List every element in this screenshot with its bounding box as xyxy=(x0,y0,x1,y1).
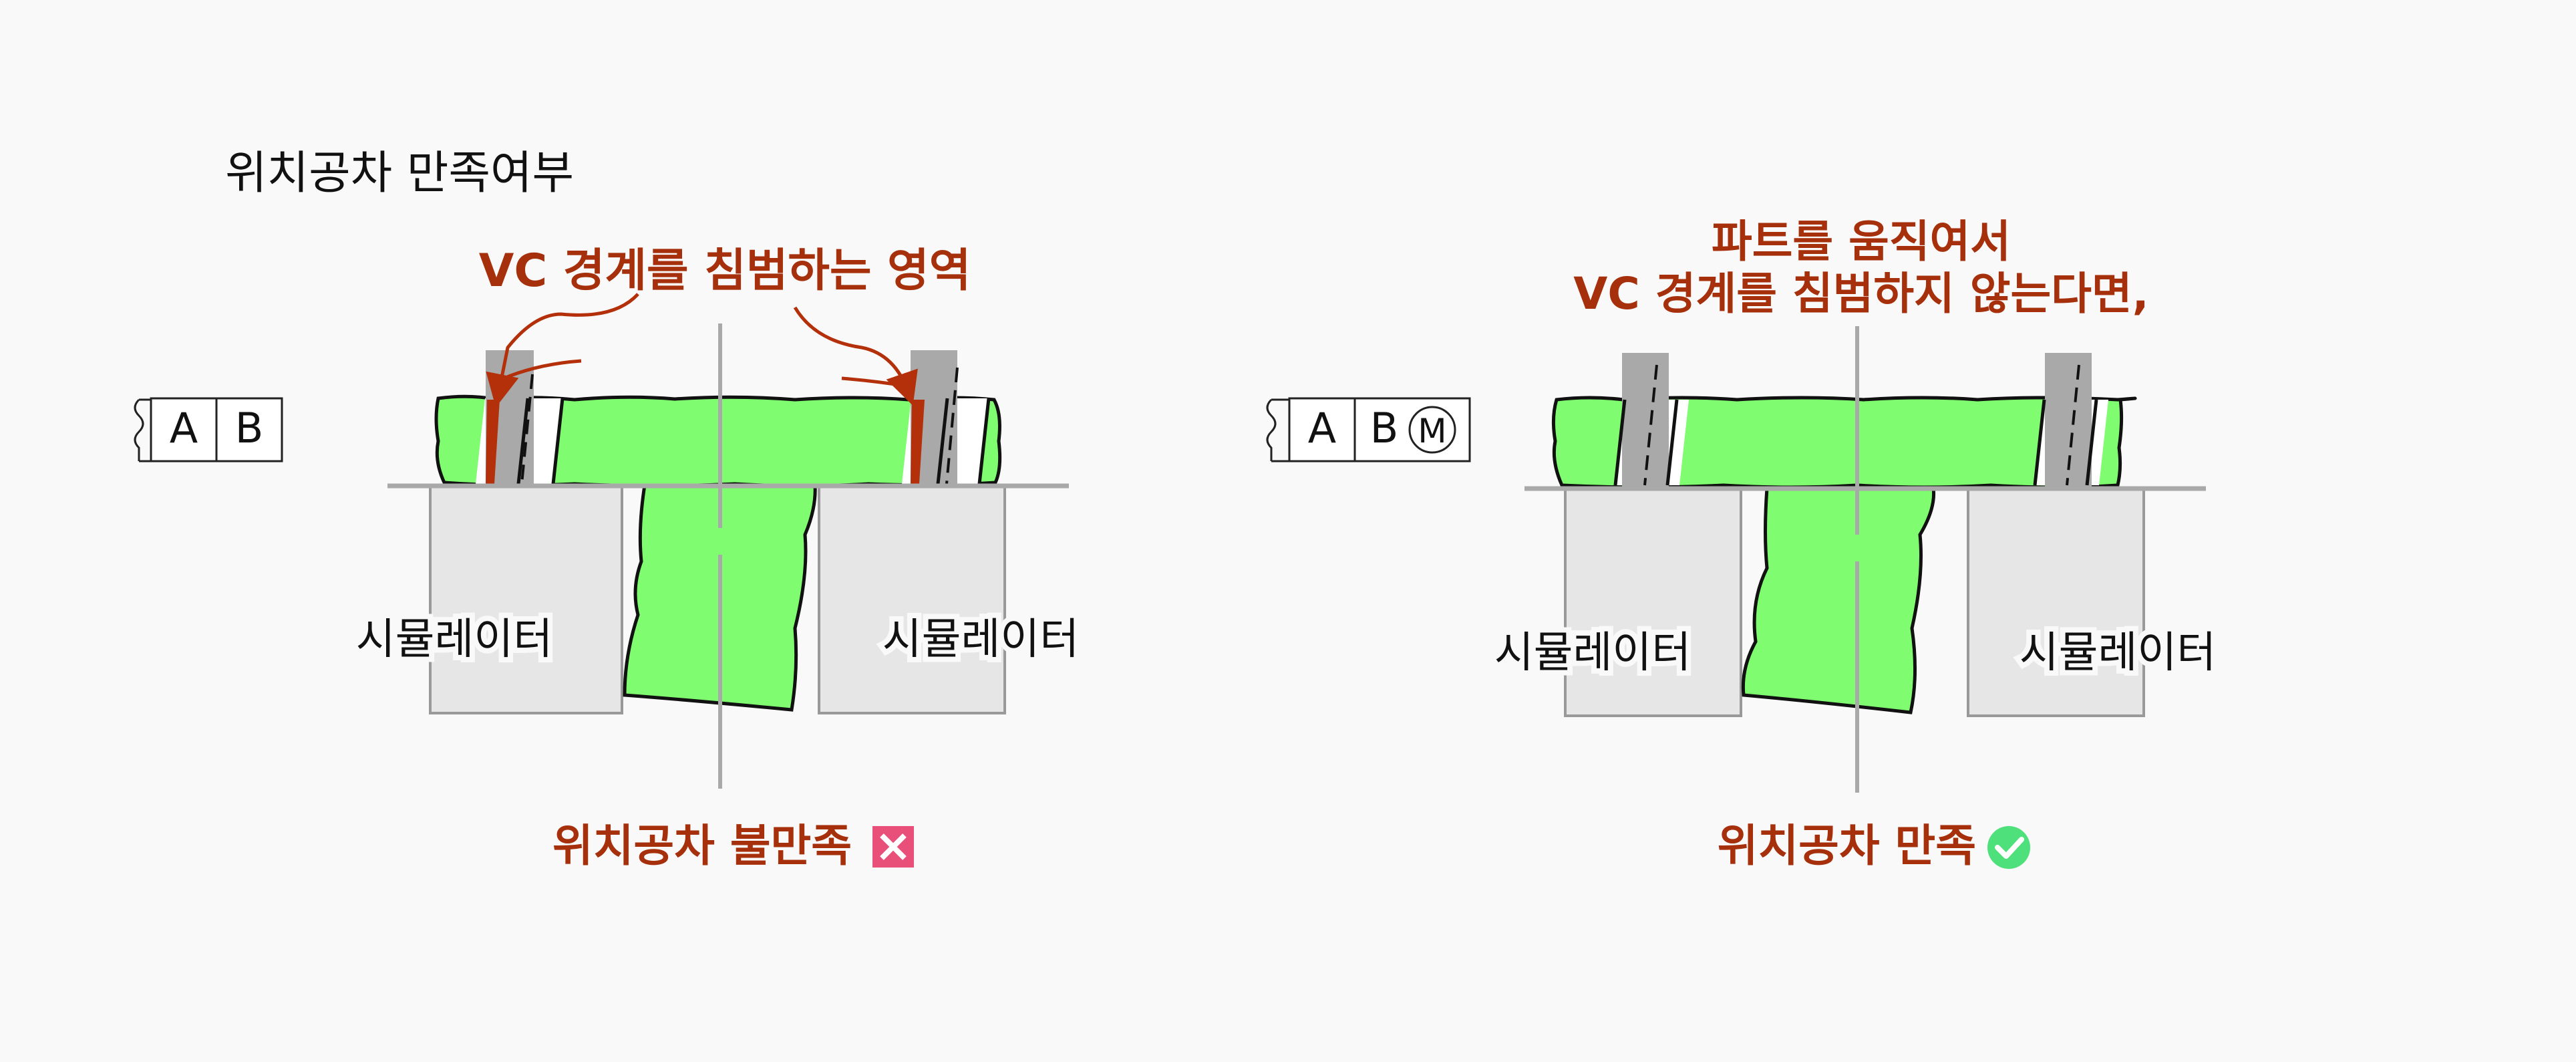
left-simulator-block-right xyxy=(818,485,1006,714)
left-simulator-label-right: 시뮬레이터 xyxy=(882,615,1079,664)
left-annotation: VC 경계를 침범하는 영역 xyxy=(479,245,971,297)
right-simulator-block-right xyxy=(1967,487,2145,717)
left-panel: A B xyxy=(134,245,1084,872)
left-simulator-block-left xyxy=(429,485,623,714)
x-mark-icon xyxy=(872,826,914,868)
left-violation-right xyxy=(911,400,925,484)
left-fcf-datum-b: B xyxy=(235,404,264,452)
right-part-stem xyxy=(1741,486,1936,714)
left-fcf-datum-a: A xyxy=(170,404,198,452)
left-annotation-arrow-left xyxy=(486,293,639,408)
right-simulator-block-left xyxy=(1564,487,1742,717)
left-simulator-label-left: 시뮬레이터 xyxy=(356,615,552,664)
right-panel: A B M 파트를 움직여서 VC 경계를 침범하지 xyxy=(1266,216,2221,872)
left-violation-left xyxy=(486,400,500,484)
right-feature-control-frame: A B M xyxy=(1266,397,1471,462)
page-title: 위치공차 만족여부 xyxy=(225,147,574,200)
check-mark-icon xyxy=(1987,826,2030,869)
right-fcf-modifier: M xyxy=(1418,412,1446,450)
right-fcf-datum-a: A xyxy=(1308,404,1336,452)
left-result-text: 위치공차 불만족 xyxy=(552,820,852,872)
right-fcf-datum-b: B xyxy=(1370,404,1399,452)
right-vc-boundary-left xyxy=(1622,353,1669,487)
right-result-text: 위치공차 만족 xyxy=(1718,820,1976,872)
left-annotation-arrow-right xyxy=(793,306,918,406)
left-feature-control-frame: A B xyxy=(134,397,283,462)
right-simulator-label-left: 시뮬레이터 xyxy=(1494,628,1691,678)
right-simulator-label-right: 시뮬레이터 xyxy=(2020,628,2216,678)
mmc-modifier-icon xyxy=(1408,406,1456,454)
right-annotation-line2: VC 경계를 침범하지 않는다면, xyxy=(1573,268,2148,319)
right-annotation-line1: 파트를 움직여서 xyxy=(1712,216,2011,267)
